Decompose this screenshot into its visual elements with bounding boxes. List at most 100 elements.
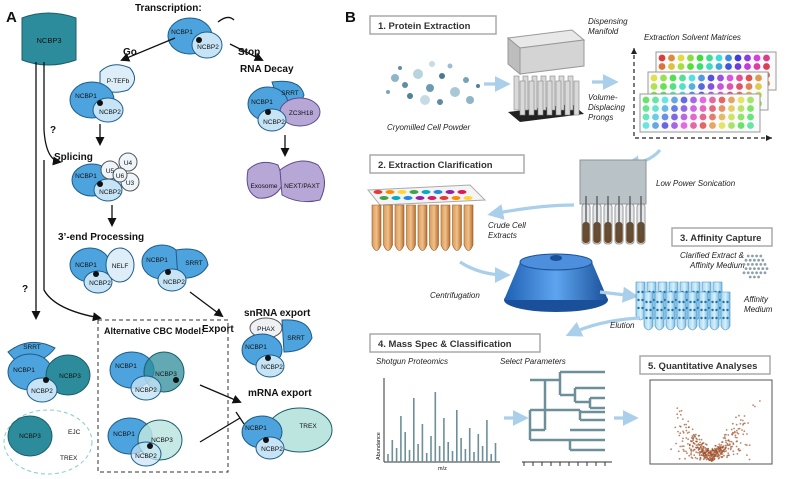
volcano-point	[679, 425, 681, 427]
volcano-point	[699, 443, 702, 446]
volcano-point	[717, 453, 720, 456]
volcano-point	[754, 405, 756, 408]
crude-extract-plate	[366, 184, 487, 251]
volcano-point	[691, 457, 694, 459]
volcano-point	[676, 417, 679, 419]
srrt-label-3s: SRRT	[185, 260, 203, 267]
volcano-point	[679, 445, 682, 448]
volcano-point	[713, 457, 715, 459]
volcano-point	[703, 457, 706, 459]
prongs-label-1: Volume-	[588, 93, 618, 102]
matrix-well	[680, 96, 688, 104]
tube-bead	[726, 300, 729, 304]
matrix-well	[763, 63, 770, 70]
volcano-point	[707, 447, 710, 450]
dispensing-label-2: Manifold	[588, 27, 619, 36]
volcano-point	[727, 434, 730, 436]
plate-well	[445, 190, 455, 194]
plate-well	[409, 190, 419, 194]
volcano-point	[746, 433, 748, 435]
ncbp2-label-sn: NCBP2	[261, 364, 283, 371]
tube-bead	[637, 298, 640, 302]
tube-bead	[678, 316, 681, 320]
affinity-plate	[635, 281, 731, 331]
tube-bead	[711, 316, 714, 320]
ncbp1-label-bl: NCBP1	[13, 367, 35, 374]
sonication-label: Low Power Sonication	[656, 179, 736, 188]
bead	[748, 258, 752, 262]
volcano-point	[724, 444, 727, 447]
volcano-point	[682, 445, 685, 447]
crude-tube	[452, 204, 462, 251]
volcano-point	[729, 448, 732, 451]
prong	[573, 80, 580, 116]
volcano-point	[708, 459, 711, 461]
plate-well	[415, 196, 425, 200]
tube-bead	[671, 308, 674, 312]
tube-bead	[711, 300, 714, 304]
sonicator	[579, 159, 647, 245]
matrix-well	[642, 96, 650, 104]
matrix-well	[642, 122, 650, 129]
volcano-point	[706, 449, 709, 452]
volcano-point	[729, 440, 731, 443]
volcano-point	[698, 454, 701, 457]
matrix-well	[650, 83, 658, 90]
volcano-point	[732, 453, 735, 456]
ncbp2-label-dec: NCBP2	[263, 119, 285, 126]
bead	[755, 271, 758, 275]
cbc-trex: TREX NCBP1 NCBP2	[241, 407, 333, 460]
volcano-point	[759, 400, 761, 402]
step1-box	[369, 15, 497, 35]
nelf-label: NELF	[112, 263, 129, 270]
ncbp1-label-go: NCBP1	[75, 93, 97, 100]
cbc-phax: PHAX SRRT NCBP1 NCBP2	[241, 317, 313, 378]
bead	[746, 271, 750, 275]
question-mark-2: ?	[22, 284, 28, 295]
volcano-point	[718, 451, 721, 453]
volcano-point	[744, 443, 747, 446]
cbc-nelf: NCBP1 NCBP2 NELF	[69, 247, 135, 294]
volcano-point	[725, 429, 728, 431]
tube-bead	[645, 300, 648, 304]
volcano-point	[735, 429, 738, 432]
volcano-point	[714, 444, 717, 447]
volcano-point	[692, 439, 694, 442]
matrix-well	[709, 113, 716, 121]
volcano-point	[742, 433, 745, 436]
cbc-transcription: NCBP1 NCBP2	[167, 16, 235, 59]
volcano-point	[688, 426, 690, 428]
bead	[761, 267, 765, 270]
ncbp1-label-mrna: NCBP1	[245, 425, 267, 432]
matrix-well	[660, 74, 667, 82]
volcano-point	[680, 409, 683, 412]
stop-heading: Stop	[238, 47, 260, 58]
matrix-well	[660, 83, 667, 90]
tube-bead	[722, 316, 725, 320]
crude-tube	[417, 204, 428, 251]
matrix-well	[715, 54, 723, 62]
volcano-point	[705, 458, 708, 461]
volcano-point	[692, 437, 694, 440]
volcano-point	[720, 456, 723, 458]
matrix-well	[650, 74, 658, 82]
volcano-point	[690, 453, 692, 456]
step4-box	[369, 333, 541, 353]
volcano-point	[698, 452, 701, 455]
tube-bead	[656, 300, 659, 304]
matrix-well	[725, 54, 732, 62]
plate-well	[421, 190, 431, 194]
plate-well	[427, 196, 437, 200]
parameter-dendrogram	[522, 370, 612, 466]
ncbp1-label-sn: NCBP1	[245, 344, 267, 351]
prongs-label-3: Prongs	[588, 113, 613, 122]
volcano-point	[743, 415, 746, 417]
volcano-point	[737, 447, 740, 450]
ncbp3-ejc-trex: NCBP3 EJC TREX	[3, 409, 93, 475]
volcano-point	[685, 429, 688, 432]
crude-tube	[383, 204, 393, 251]
volcano-point	[682, 430, 684, 433]
volume-prongs	[508, 75, 584, 122]
exosome-label: Exosome	[250, 183, 277, 190]
tube-bead	[641, 306, 644, 310]
